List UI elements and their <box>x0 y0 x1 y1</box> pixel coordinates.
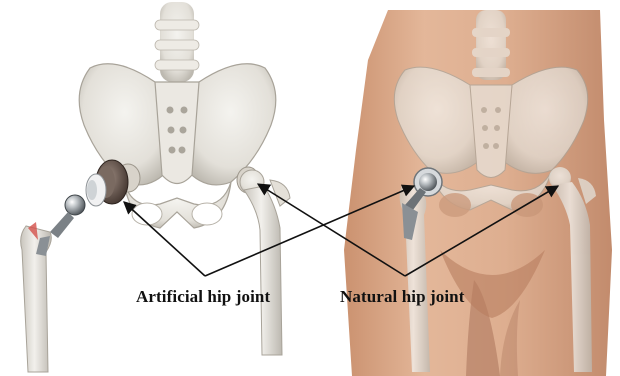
artificial-implant-parts <box>21 160 128 372</box>
natural-hip-joint-label: Natural hip joint <box>340 287 465 307</box>
artificial-hip-joint-label: Artificial hip joint <box>136 287 270 307</box>
skeleton-natural-femur <box>240 170 290 355</box>
